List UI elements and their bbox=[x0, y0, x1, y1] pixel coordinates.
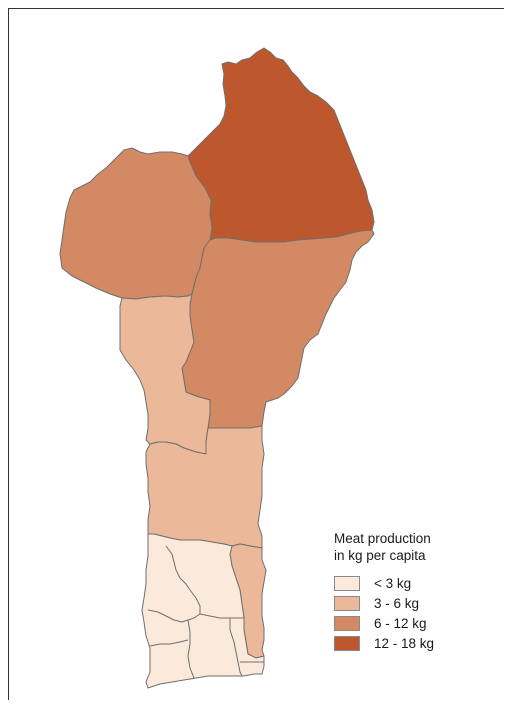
legend-label: 6 - 12 kg bbox=[374, 615, 427, 631]
legend-swatch bbox=[334, 595, 360, 611]
legend-swatch bbox=[334, 635, 360, 651]
map-legend: Meat production in kg per capita < 3 kg … bbox=[334, 530, 494, 653]
legend-item: < 3 kg bbox=[334, 573, 494, 593]
legend-label: 12 - 18 kg bbox=[374, 635, 435, 651]
boundary-south-inner-4 bbox=[149, 639, 189, 647]
legend-title-line2: in kg per capita bbox=[334, 548, 426, 563]
region-south[interactable] bbox=[141, 533, 265, 689]
legend-item: 12 - 18 kg bbox=[334, 633, 494, 653]
region-alibori[interactable] bbox=[187, 47, 375, 243]
region-borgou[interactable] bbox=[181, 229, 375, 429]
legend-swatch bbox=[334, 575, 360, 591]
boundary-south-inner-2 bbox=[199, 613, 244, 619]
boundary-south-inner-3 bbox=[187, 619, 195, 679]
map-frame bbox=[8, 8, 504, 700]
legend-label: < 3 kg bbox=[374, 575, 412, 591]
region-atacora[interactable] bbox=[59, 147, 213, 300]
legend-item: 6 - 12 kg bbox=[334, 613, 494, 633]
legend-label: 3 - 6 kg bbox=[374, 595, 420, 611]
legend-swatch bbox=[334, 615, 360, 631]
legend-title-line1: Meat production bbox=[334, 531, 431, 546]
boundary-south-inner bbox=[147, 545, 201, 623]
legend-title: Meat production in kg per capita bbox=[334, 530, 494, 564]
legend-item: 3 - 6 kg bbox=[334, 593, 494, 613]
boundary-south-inner-5 bbox=[229, 618, 243, 677]
region-collines[interactable] bbox=[145, 425, 265, 549]
